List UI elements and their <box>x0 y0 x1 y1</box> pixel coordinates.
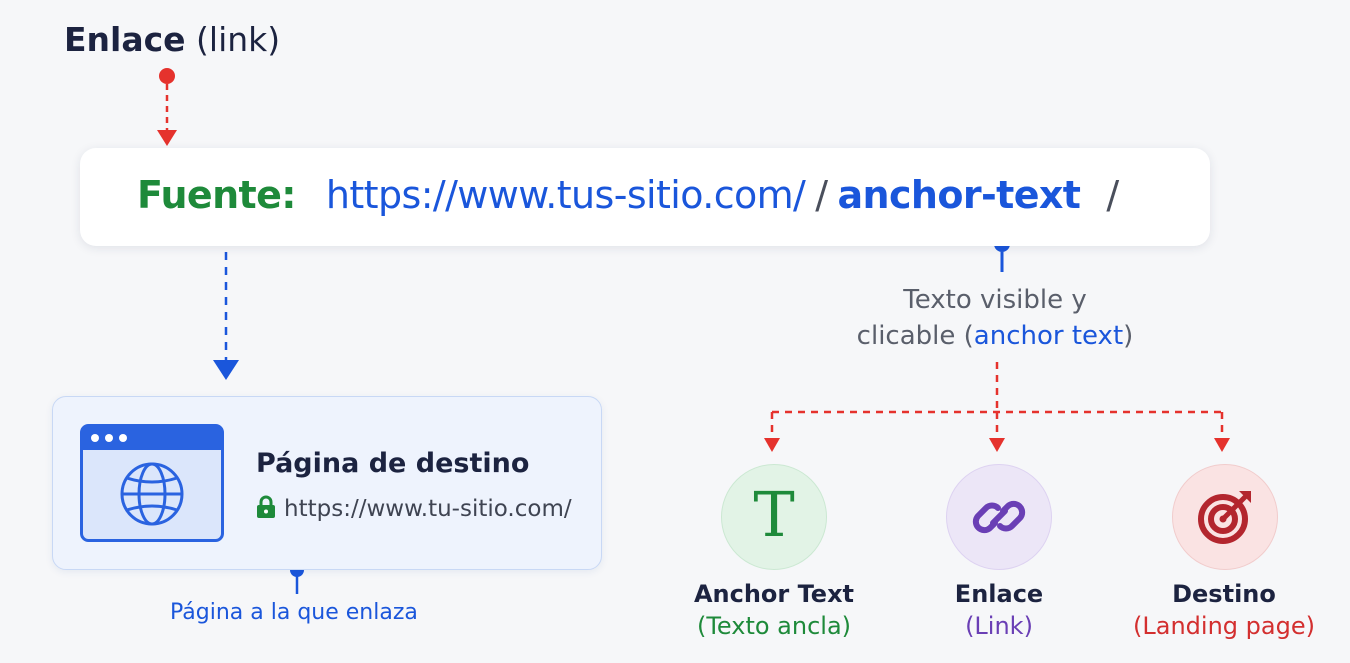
title-connector-arrow <box>157 130 177 146</box>
tree-arrow-destino <box>1214 438 1230 452</box>
target-icon <box>1198 491 1251 544</box>
browser-window-icon <box>80 424 224 542</box>
url-trailing-slash: / <box>1106 173 1119 217</box>
tree-arrow-link <box>989 438 1005 452</box>
text-T-icon: T <box>753 478 795 551</box>
url-anchor-text: anchor-text <box>837 173 1081 217</box>
diagram-title: Enlace (link) <box>64 20 281 59</box>
destino-circle <box>1172 464 1278 570</box>
link-icon <box>972 500 1026 534</box>
link-label: Enlace(Link) <box>954 580 1044 640</box>
url-slash: / <box>815 173 828 217</box>
url-host: https://www.tus-sitio.com/ <box>325 173 806 217</box>
fuente-label: Fuente: <box>137 173 296 217</box>
destination-url: https://www.tu-sitio.com/ <box>256 495 572 522</box>
visible-text-explanation: Texto visible y clicable (anchor text) <box>856 285 1134 351</box>
url-card <box>80 148 1210 246</box>
title-connector-dot <box>159 68 175 84</box>
anchor-text-label: Anchor Text(Texto ancla) <box>693 580 855 640</box>
destination-title: Página de destino <box>256 448 530 479</box>
anchor-text-circle: T <box>721 464 827 570</box>
destination-connector-arrow <box>213 360 239 380</box>
destination-caption: Página a la que enlaza <box>170 600 418 625</box>
globe-icon <box>120 462 184 526</box>
url-line: Fuente:https://www.tus-sitio.com//anchor… <box>137 173 1129 217</box>
link-circle <box>946 464 1052 570</box>
destino-label: Destino(Landing page) <box>1133 580 1315 640</box>
tree-arrow-anchor <box>764 438 780 452</box>
lock-icon <box>257 495 275 518</box>
